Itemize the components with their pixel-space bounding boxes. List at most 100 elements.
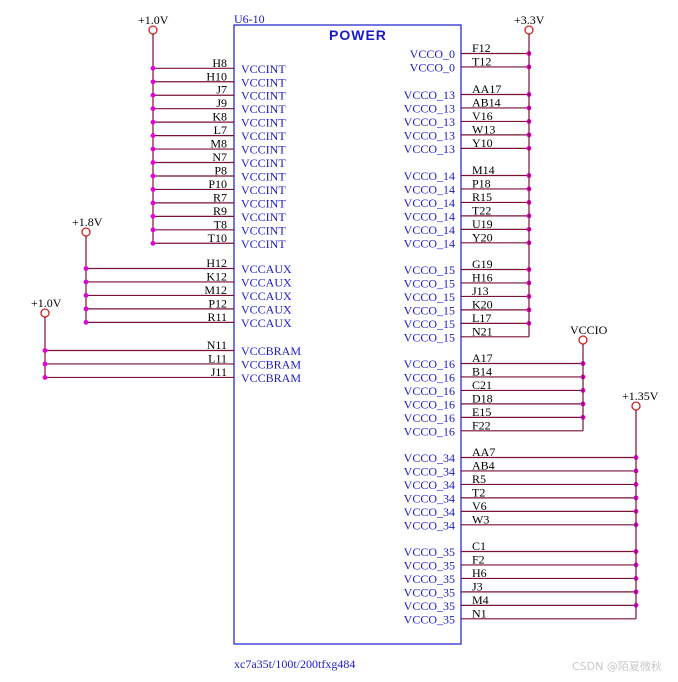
pin-net-name: VCCINT — [241, 129, 286, 143]
pin-number: T12 — [472, 54, 491, 68]
pin-number: H12 — [206, 256, 227, 270]
pin-number: T10 — [208, 231, 227, 245]
pin-number: M4 — [472, 593, 489, 607]
pin-net-name: VCCO_34 — [404, 505, 455, 519]
pin-net-name: VCCO_34 — [404, 451, 455, 465]
pin-net-name: VCCBRAM — [241, 357, 301, 371]
pin-net-name: VCCAUX — [241, 302, 292, 316]
pin-number: K20 — [472, 297, 493, 311]
pin-number: N1 — [472, 606, 487, 620]
pin-net-name: VCCO_35 — [404, 612, 455, 626]
pin-net-name: VCCO_34 — [404, 464, 455, 478]
pin-number: F2 — [472, 552, 485, 566]
power-symbol-vccint — [148, 25, 158, 35]
pin-net-name: VCCO_16 — [404, 370, 455, 384]
pin-net-name: VCCINT — [241, 196, 286, 210]
wire-layer — [40, 25, 641, 620]
pin-number: P8 — [214, 163, 227, 177]
power-symbol-vcco_io — [578, 335, 588, 345]
junction-dot — [42, 375, 48, 380]
pin-number: N7 — [212, 150, 227, 164]
pin-net-name: VCCO_15 — [404, 263, 455, 277]
pin-number: N21 — [472, 324, 493, 338]
pin-number: V16 — [472, 109, 493, 123]
pin-number: R7 — [213, 190, 227, 204]
pin-net-name: VCCAUX — [241, 275, 292, 289]
watermark: CSDN @陌夏微秋 — [572, 659, 662, 673]
pin-net-name: VCCO_15 — [404, 303, 455, 317]
pin-net-name: VCCAUX — [241, 316, 292, 330]
pin-net-name: VCCO_34 — [404, 491, 455, 505]
pin-number: H8 — [212, 56, 227, 70]
component-ref: U6-10 — [234, 12, 265, 26]
pin-number: G19 — [472, 257, 493, 271]
junction-dot — [150, 240, 156, 246]
pin-net-name: VCCO_14 — [404, 223, 455, 237]
junction-dot — [150, 227, 156, 233]
pin-number: T8 — [214, 217, 227, 231]
pin-number: B14 — [472, 364, 492, 378]
pin-net-name: VCCINT — [241, 62, 286, 76]
rail-label-vcco-135: +1.35V — [622, 389, 659, 403]
junction-dot — [42, 348, 48, 353]
power-symbol-vcco_135 — [631, 401, 641, 411]
pin-number: R9 — [213, 204, 227, 218]
pin-net-name: VCCINT — [241, 143, 286, 157]
pin-number: L7 — [214, 123, 227, 137]
pin-net-name: VCCO_14 — [404, 182, 455, 196]
pin-net-name: VCCINT — [241, 156, 286, 170]
pin-number: Y10 — [472, 136, 493, 150]
component-body — [233, 24, 462, 645]
pin-net-name: VCCINT — [241, 116, 286, 130]
pin-net-name: VCCINT — [241, 75, 286, 89]
junction-dot — [83, 306, 89, 312]
pin-number: P12 — [208, 296, 227, 310]
pin-net-name: VCCAUX — [241, 289, 292, 303]
pin-net-name: VCCO_14 — [404, 196, 455, 210]
pin-number: AA17 — [472, 82, 501, 96]
junction-dot — [150, 146, 156, 152]
pin-net-name: VCCINT — [241, 183, 286, 197]
junction-dot — [83, 279, 89, 285]
pin-net-name: VCCINT — [241, 223, 286, 237]
junction-dot — [150, 65, 156, 71]
pin-net-name: VCCAUX — [241, 262, 292, 276]
pin-net-name: VCCO_16 — [404, 357, 455, 371]
pin-number: W13 — [472, 122, 495, 136]
pin-net-name: VCCO_16 — [404, 411, 455, 425]
pin-net-name: VCCO_34 — [404, 518, 455, 532]
pin-net-name: VCCINT — [241, 210, 286, 224]
pin-number: R15 — [472, 190, 492, 204]
pin-number: J13 — [472, 284, 489, 298]
junction-dot — [150, 160, 156, 165]
junction-dot — [83, 293, 89, 298]
pin-number: K8 — [212, 110, 227, 124]
junction-dot — [150, 92, 156, 98]
rail-label-vccaux: +1.8V — [72, 215, 103, 229]
pin-net-name: VCCBRAM — [241, 344, 301, 358]
pin-net-name: VCCO_14 — [404, 169, 455, 183]
power-symbol-vcco_33 — [524, 25, 534, 35]
pin-net-name: VCCO_15 — [404, 317, 455, 331]
pin-number: W3 — [472, 512, 489, 526]
pin-net-name: VCCO_13 — [404, 115, 455, 129]
pin-number: AB14 — [472, 95, 501, 109]
junction-dot — [150, 213, 156, 219]
pin-net-name: VCCO_35 — [404, 585, 455, 599]
pin-net-name: VCCO_15 — [404, 290, 455, 304]
pin-number: D18 — [472, 391, 493, 405]
pin-number: F12 — [472, 41, 491, 55]
pin-net-name: VCCO_35 — [404, 572, 455, 586]
pin-number: P10 — [208, 177, 227, 191]
pin-net-name: VCCBRAM — [241, 371, 301, 385]
pin-number: E15 — [472, 405, 491, 419]
pin-net-name: VCCO_14 — [404, 236, 455, 250]
pin-net-name: VCCO_14 — [404, 209, 455, 223]
pin-number: K12 — [206, 269, 227, 283]
rail-label-vcco-33: +3.3V — [514, 13, 545, 27]
pin-number: AB4 — [472, 458, 495, 472]
pin-net-name: VCCO_13 — [404, 142, 455, 156]
pin-number: R5 — [472, 472, 486, 486]
